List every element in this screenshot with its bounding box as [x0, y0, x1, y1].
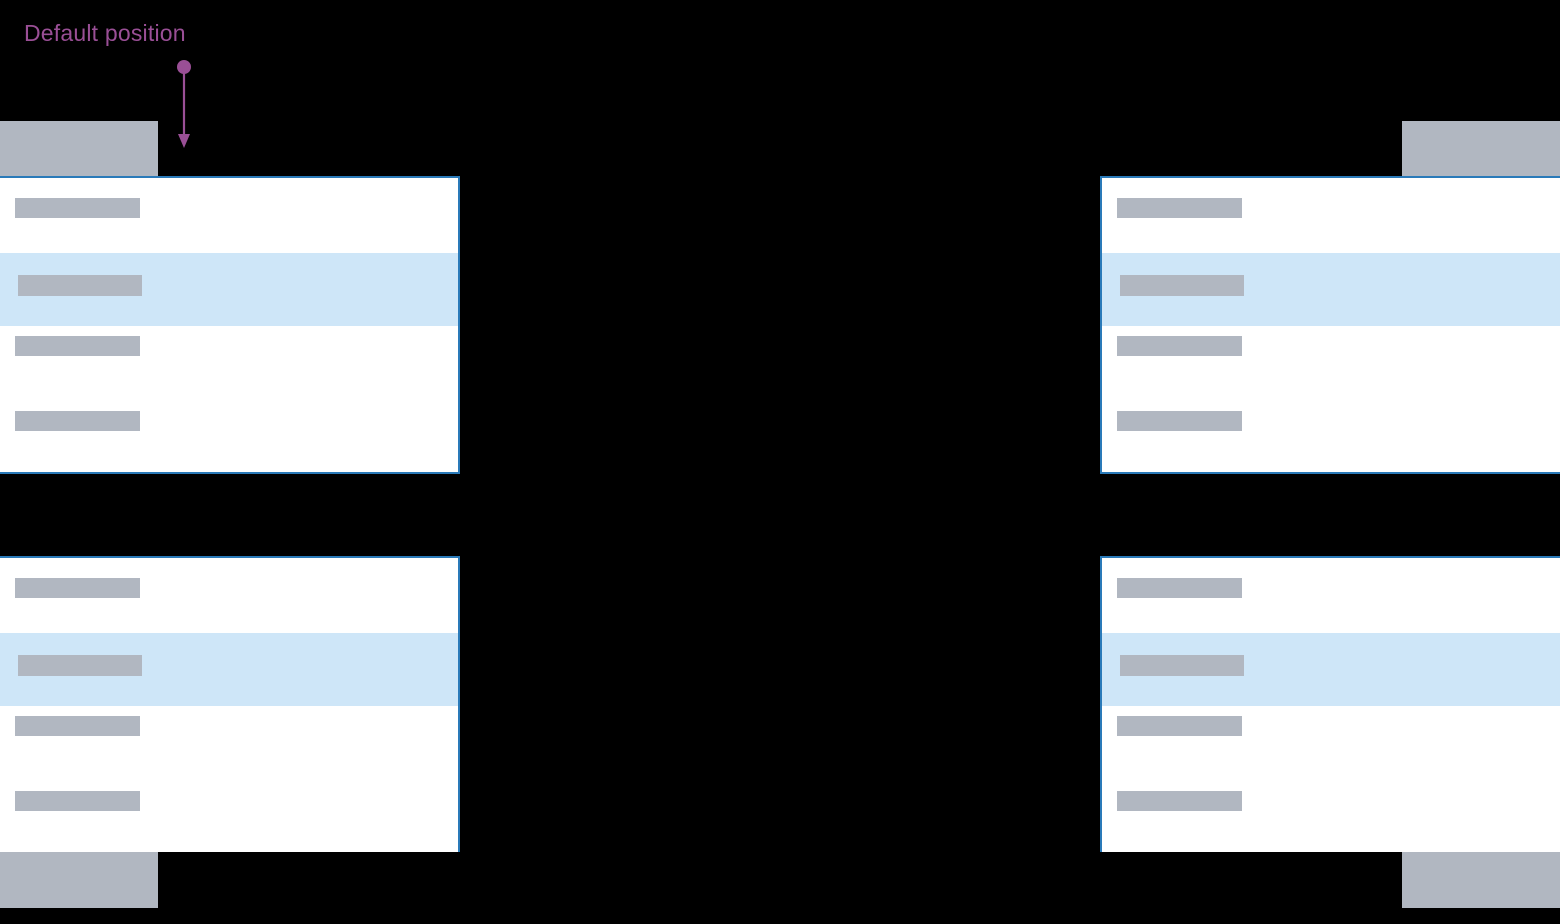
- list-row[interactable]: [0, 633, 458, 706]
- placeholder-bar: [1117, 336, 1242, 356]
- list-row[interactable]: [0, 781, 458, 852]
- grey-block-top-left: [0, 121, 158, 177]
- placeholder-bar: [15, 791, 140, 811]
- list-row[interactable]: [0, 326, 458, 401]
- placeholder-bar: [15, 336, 140, 356]
- list-row[interactable]: [1102, 706, 1560, 781]
- list-row[interactable]: [1102, 558, 1560, 633]
- placeholder-bar: [15, 411, 140, 431]
- placeholder-bar: [15, 198, 140, 218]
- list-panel-bottom-right[interactable]: [1100, 556, 1560, 852]
- list-panel-bottom-left[interactable]: [0, 556, 460, 852]
- placeholder-bar: [1120, 275, 1244, 296]
- placeholder-bar: [18, 655, 142, 676]
- list-row[interactable]: [1102, 633, 1560, 706]
- placeholder-bar: [18, 275, 142, 296]
- placeholder-bar: [1117, 716, 1242, 736]
- placeholder-bar: [1117, 198, 1242, 218]
- list-row[interactable]: [1102, 253, 1560, 326]
- placeholder-bar: [15, 578, 140, 598]
- list-row[interactable]: [0, 253, 458, 326]
- list-row[interactable]: [1102, 401, 1560, 472]
- placeholder-bar: [15, 716, 140, 736]
- list-row[interactable]: [0, 401, 458, 472]
- list-row[interactable]: [0, 706, 458, 781]
- list-panel-top-left[interactable]: [0, 176, 460, 474]
- list-panel-top-right[interactable]: [1100, 176, 1560, 474]
- list-row[interactable]: [0, 558, 458, 633]
- list-row[interactable]: [1102, 326, 1560, 401]
- list-row[interactable]: [1102, 178, 1560, 253]
- grey-block-bottom-right: [1402, 852, 1560, 908]
- default-position-label: Default position: [24, 20, 186, 46]
- placeholder-bar: [1117, 578, 1242, 598]
- down-arrow-icon: [177, 60, 191, 148]
- list-row[interactable]: [0, 178, 458, 253]
- grey-block-bottom-left: [0, 852, 158, 908]
- grey-block-top-right: [1402, 121, 1560, 177]
- list-row[interactable]: [1102, 781, 1560, 852]
- placeholder-bar: [1120, 655, 1244, 676]
- placeholder-bar: [1117, 411, 1242, 431]
- placeholder-bar: [1117, 791, 1242, 811]
